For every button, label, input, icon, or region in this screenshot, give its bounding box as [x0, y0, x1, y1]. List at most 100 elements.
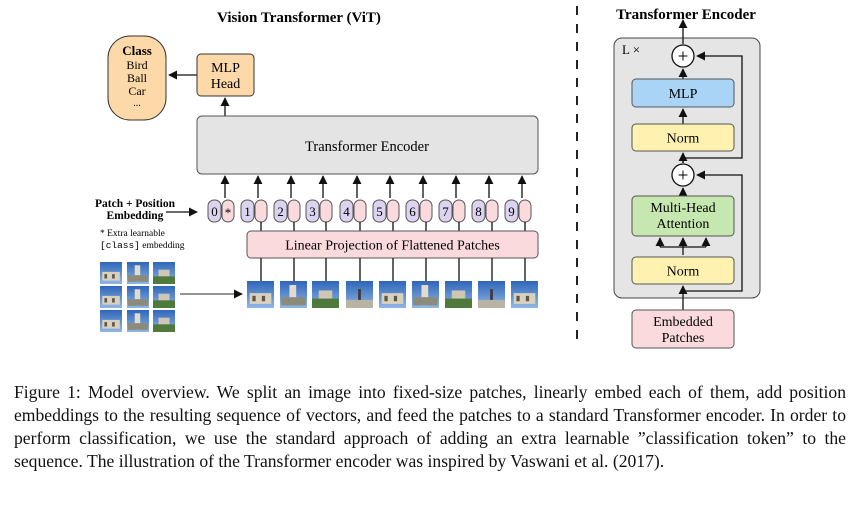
attention-label-line1: Multi-Head: [650, 201, 715, 216]
position-number-5: 5: [376, 204, 383, 219]
grid-patch-8: [127, 310, 149, 332]
grid-patch-6: [153, 286, 175, 308]
position-embedding-3: [305, 199, 320, 223]
patch-embedding-3: [319, 199, 333, 223]
attention-label-line2: Attention: [657, 217, 710, 232]
encoder-norm-bottom-box: Norm: [631, 256, 735, 285]
class-token-mark: *: [225, 205, 232, 220]
figure-caption: Figure 1: Model overview. We split an im…: [14, 382, 846, 471]
token-7: 7: [438, 175, 466, 231]
grid-patch-9: [153, 310, 175, 332]
mlp-head-line1: MLP: [211, 61, 240, 76]
embedding-label-line2: Embedding: [107, 210, 164, 222]
grid-patch-2: [127, 262, 149, 284]
flat-patch-9: [511, 281, 538, 308]
token-3: 3: [305, 175, 333, 231]
residual-add-bottom: +: [671, 163, 695, 187]
flat-patch-8: [478, 281, 505, 308]
flat-patch-3: [312, 281, 339, 308]
residual-connection-bottom: [683, 170, 743, 292]
transformer-encoder-label: Transformer Encoder: [305, 139, 429, 155]
class-output-box: Class Bird Ball Car ...: [107, 35, 167, 121]
encoder-norm-top-box: Norm: [631, 123, 735, 152]
patch-embedding-0: [221, 199, 235, 223]
class-token-note-line2: [class] embedding: [100, 240, 185, 251]
patch-embedding-2: [287, 199, 301, 223]
flat-patch-2: [280, 281, 307, 308]
embedded-patches-box: Embedded Patches: [631, 309, 735, 349]
mlp-head-box: MLP Head: [196, 53, 255, 97]
position-number-3: 3: [309, 204, 316, 219]
grid-patch-5: [127, 286, 149, 308]
grid-patch-3: [153, 262, 175, 284]
class-code-text: [class]: [100, 240, 140, 251]
residual-add-top: +: [671, 44, 695, 68]
encoder-norm-top-label: Norm: [667, 132, 700, 147]
encoder-mlp-box: MLP: [631, 78, 735, 108]
patch-embedding-9: [518, 199, 532, 223]
flat-patch-6: [412, 281, 439, 308]
position-number-8: 8: [475, 204, 482, 219]
mlp-head-line2: Head: [211, 77, 241, 92]
flat-patch-1: [247, 281, 274, 308]
flat-patch-4: [346, 281, 373, 308]
grid-patch-4: [100, 286, 122, 308]
token-1: 1: [240, 175, 268, 231]
token-2: 2: [273, 175, 301, 231]
class-item-bird: Bird: [126, 58, 147, 72]
position-embedding-7: [438, 199, 453, 223]
token-9: 9: [504, 175, 532, 231]
position-embedding-1: [240, 199, 255, 223]
class-item-ball: Ball: [127, 71, 148, 85]
token-4: 4: [339, 175, 367, 231]
patch-embedding-8: [485, 199, 499, 223]
encoder-mlp-label: MLP: [669, 87, 698, 102]
grid-patch-7: [100, 310, 122, 332]
flattened-patch-row: [247, 258, 538, 308]
multi-head-attention-box: Multi-Head Attention: [631, 195, 735, 237]
token-0: 0*: [207, 175, 235, 223]
token-6: 6: [405, 175, 433, 231]
token-5: 5: [372, 175, 400, 231]
transformer-encoder-box: Transformer Encoder: [196, 115, 539, 175]
linear-projection-label: Linear Projection of Flattened Patches: [285, 239, 500, 254]
class-item-ellipsis: ...: [133, 98, 141, 109]
embedding-label-line1: Patch + Position: [95, 198, 176, 210]
class-token-note-line1: * Extra learnable: [100, 229, 165, 239]
flat-patch-7: [445, 281, 472, 308]
position-embedding-6: [405, 199, 420, 223]
position-embedding-5: [372, 199, 387, 223]
class-note-rest: embedding: [140, 241, 185, 251]
vit-title: Vision Transformer (ViT): [217, 10, 381, 26]
position-embedding-8: [471, 199, 486, 223]
encoder-norm-bottom-label: Norm: [667, 265, 700, 280]
flat-patch-5: [379, 281, 406, 308]
residual-connection-top: [682, 51, 743, 163]
repeat-label: L ×: [622, 42, 640, 57]
embedded-patches-line2: Patches: [662, 331, 705, 346]
position-number-2: 2: [277, 204, 284, 219]
position-number-4: 4: [343, 204, 350, 219]
position-number-0: 0: [211, 204, 218, 219]
position-number-6: 6: [409, 204, 416, 219]
vit-figure: Vision Transformer (ViT) Class Bird Ball…: [95, 6, 761, 349]
linear-projection-box: Linear Projection of Flattened Patches: [246, 230, 539, 259]
embedded-patches-line1: Embedded: [653, 315, 713, 330]
patch-embedding-1: [254, 199, 268, 223]
patch-embedding-5: [386, 199, 400, 223]
residual-add-bottom-symbol: +: [678, 166, 689, 187]
grid-patch-1: [100, 262, 122, 284]
image-patch-grid: [100, 262, 175, 332]
position-number-1: 1: [244, 204, 251, 219]
patch-embedding-6: [419, 199, 433, 223]
position-embedding-0: [207, 199, 222, 223]
class-item-car: Car: [128, 84, 145, 98]
token-8: 8: [471, 175, 499, 231]
residual-add-top-symbol: +: [678, 47, 689, 68]
position-embedding-4: [339, 199, 354, 223]
patch-embedding-7: [452, 199, 466, 223]
position-embedding-2: [273, 199, 288, 223]
position-embedding-9: [504, 199, 519, 223]
class-heading: Class: [122, 43, 152, 58]
